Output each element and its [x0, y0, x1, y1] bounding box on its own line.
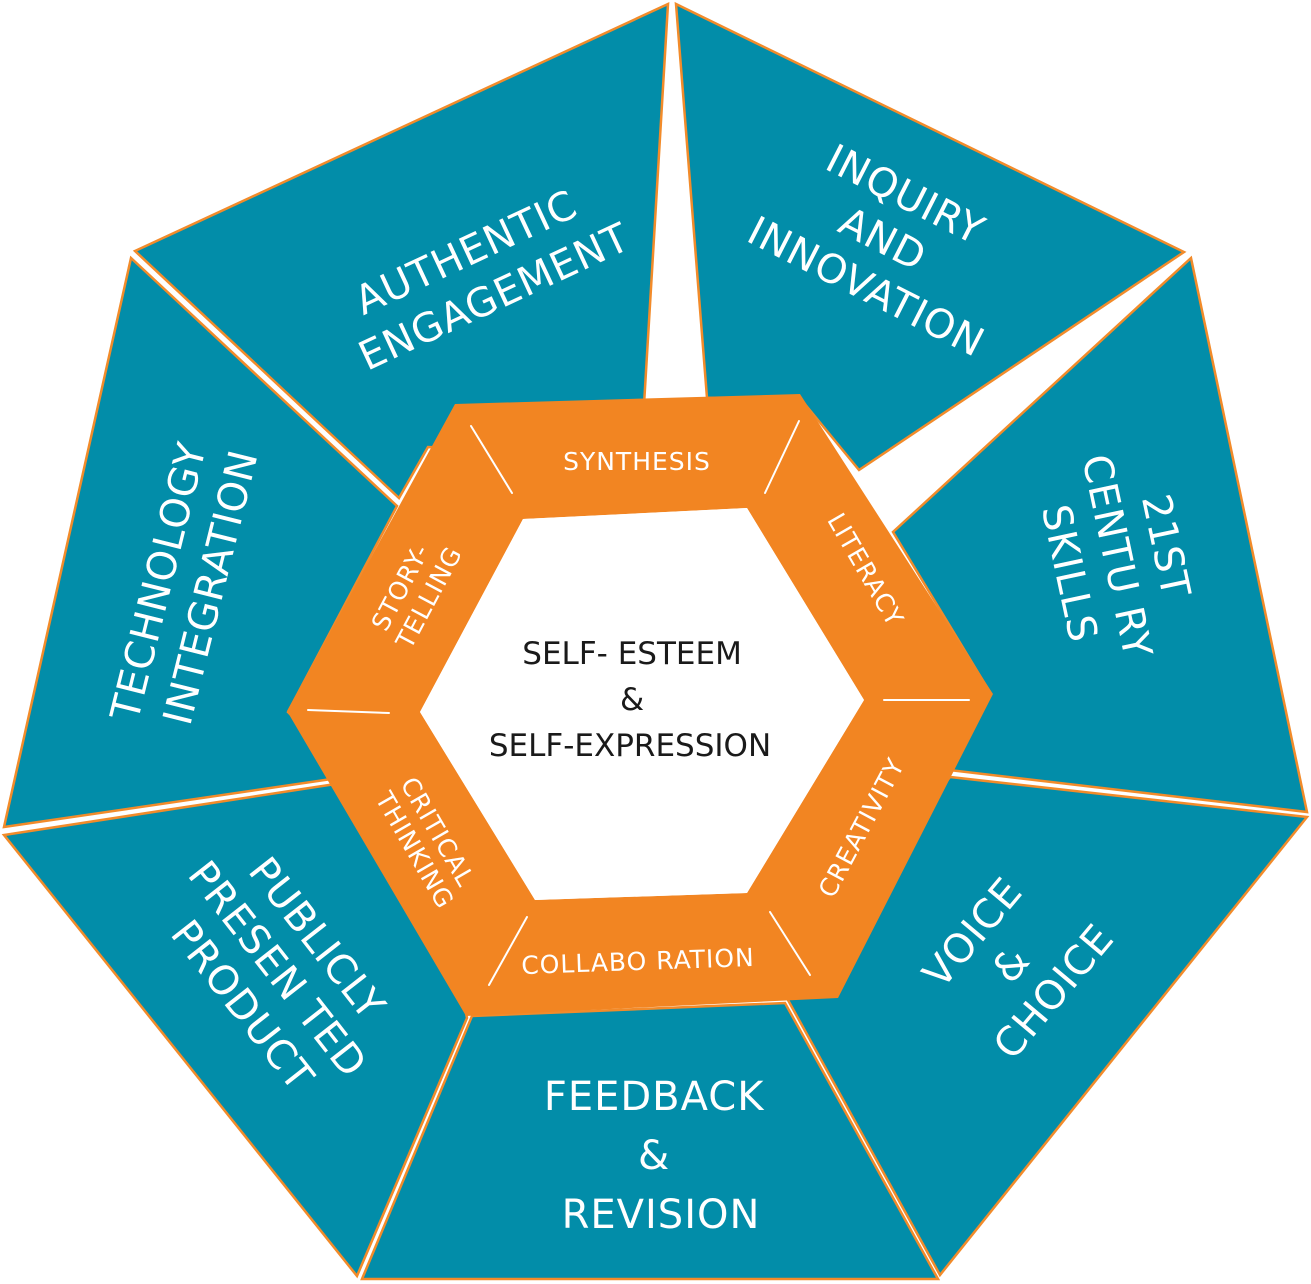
ring-divider	[764, 420, 800, 494]
panel-technology-integration	[2, 255, 399, 829]
orange-ring	[287, 394, 993, 1016]
synthesis-label: SYNTHESIS	[563, 447, 711, 476]
ring-divider	[769, 911, 811, 976]
panel-inquiry-innovation	[674, 1, 1187, 472]
ring-shape	[287, 394, 993, 1016]
ring-divider	[307, 709, 390, 714]
feedback-revision-label: FEEDBACK & REVISION	[544, 1074, 778, 1238]
ring-divider	[470, 425, 513, 494]
ring-divider	[488, 916, 528, 986]
center-label: SELF- ESTEEM & SELF-EXPRESSION	[489, 636, 771, 764]
center-area	[420, 508, 864, 900]
panel-feedback-revision	[360, 1001, 941, 1281]
